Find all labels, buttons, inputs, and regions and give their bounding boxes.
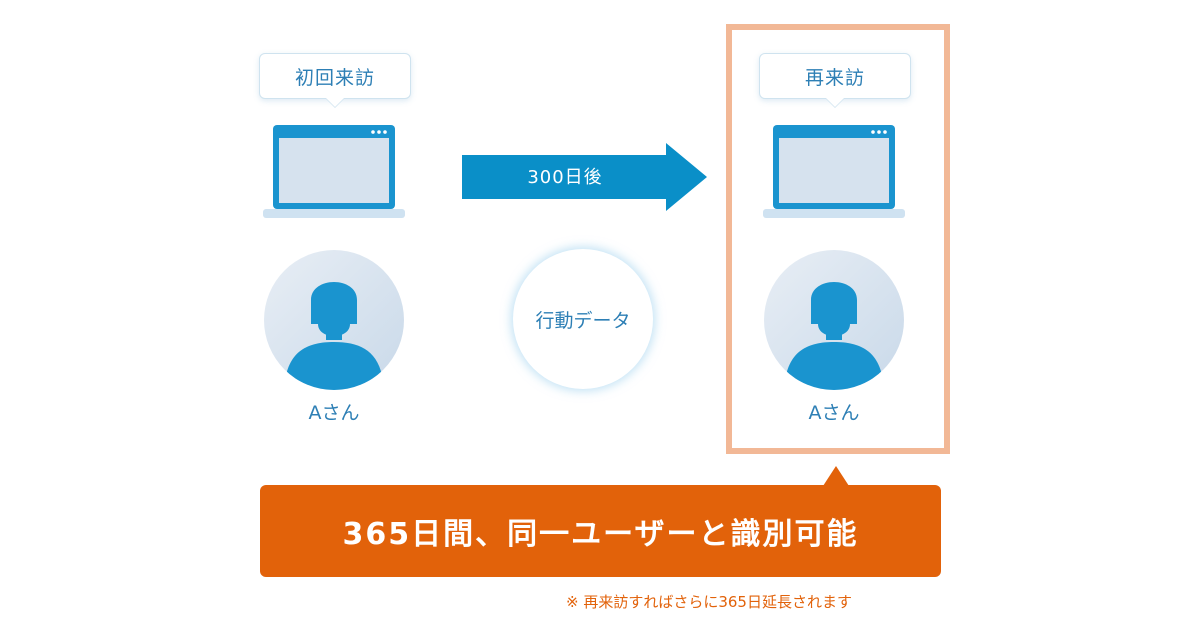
revisit-label: 再来訪 [804,66,865,89]
user-avatar-icon [264,250,404,390]
user-avatar-icon [764,250,904,390]
arrow-icon [462,143,707,211]
identification-banner: 365日間、同一ユーザーと識別可能 [260,485,941,577]
revisit-highlight-box [726,24,950,454]
laptop-icon [763,125,905,218]
banner-text: 365日間、同一ユーザーと識別可能 [342,517,859,552]
first-visit-bubble: 初回来訪 [259,53,411,99]
first-visit-person-label: Aさん [308,402,360,424]
extension-note: ※ 再来訪すればさらに365日延長されます [566,593,852,611]
banner-pointer [823,466,849,486]
revisit-person-label: Aさん [808,402,860,424]
laptop-icon [263,125,405,218]
behavior-data-circle: 行動データ [513,249,653,389]
elapsed-days-label: 300日後 [527,167,603,188]
revisit-bubble: 再来訪 [759,53,911,99]
first-visit-label: 初回来訪 [294,66,375,89]
behavior-data-label: 行動データ [535,309,631,332]
